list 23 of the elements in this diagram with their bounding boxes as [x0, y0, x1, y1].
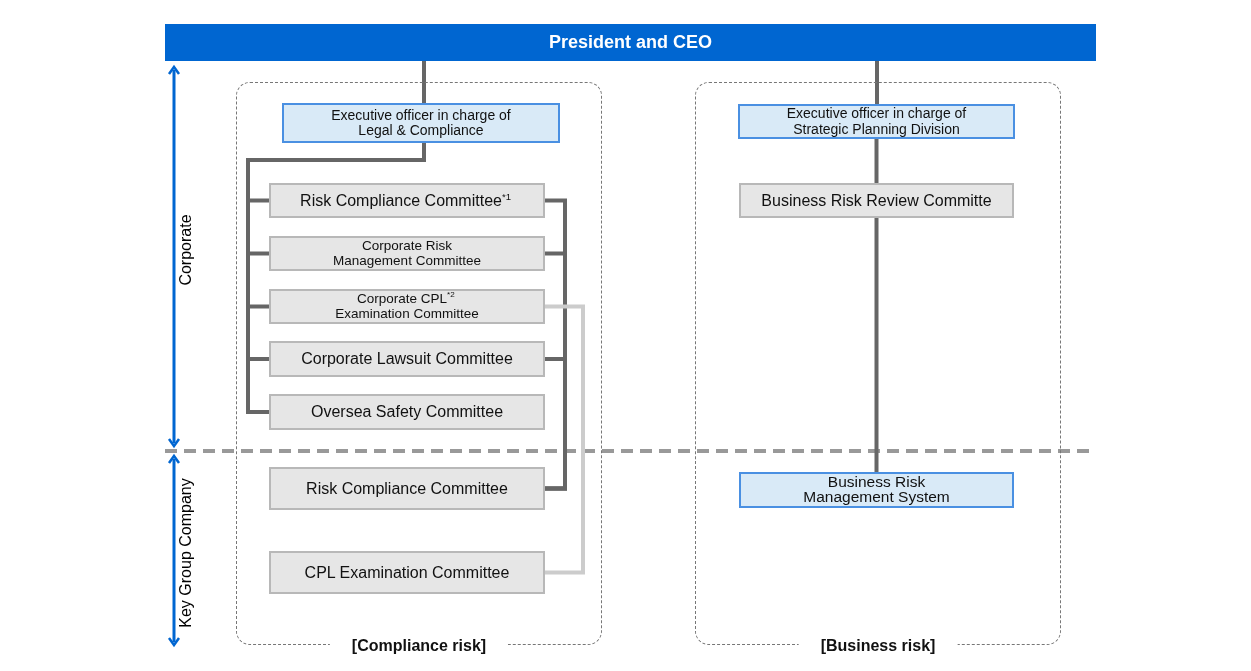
section-label: Corporate	[177, 214, 195, 286]
section-label: Key Group Company	[177, 478, 195, 628]
officer-box: Executive officer in charge of Legal & Compliance	[282, 103, 560, 143]
connector-line	[422, 61, 426, 103]
group-title: [Business risk]	[798, 637, 958, 655]
connector-line	[545, 357, 567, 491]
committee-box: Corporate CPL$^{*2}$ Examination Committee	[269, 289, 545, 324]
system-box: Business Risk Management System	[739, 472, 1014, 508]
committee-box: Corporate Lawsuit Committee	[269, 341, 545, 377]
committee-box: CPL Examination Committee	[269, 551, 545, 594]
connector-line	[246, 143, 426, 414]
committee-box: Oversea Safety Committee	[269, 394, 545, 430]
executive-banner: President and CEO	[165, 24, 1096, 61]
connector-line	[874, 139, 879, 183]
officer-box: Executive officer in charge of Strategic Planning Division	[738, 104, 1015, 139]
committee-box: Risk Compliance Committee$^{*1}$	[269, 183, 545, 218]
committee-box: Risk Compliance Committee	[269, 467, 545, 510]
connector-line	[545, 304, 585, 575]
connector-line	[874, 218, 879, 472]
committee-box: Corporate Risk Management Committee	[269, 236, 545, 271]
connector-line	[875, 61, 879, 104]
committee-box: Business Risk Review Committe	[739, 183, 1014, 218]
group-title: [Compliance risk]	[329, 637, 509, 655]
